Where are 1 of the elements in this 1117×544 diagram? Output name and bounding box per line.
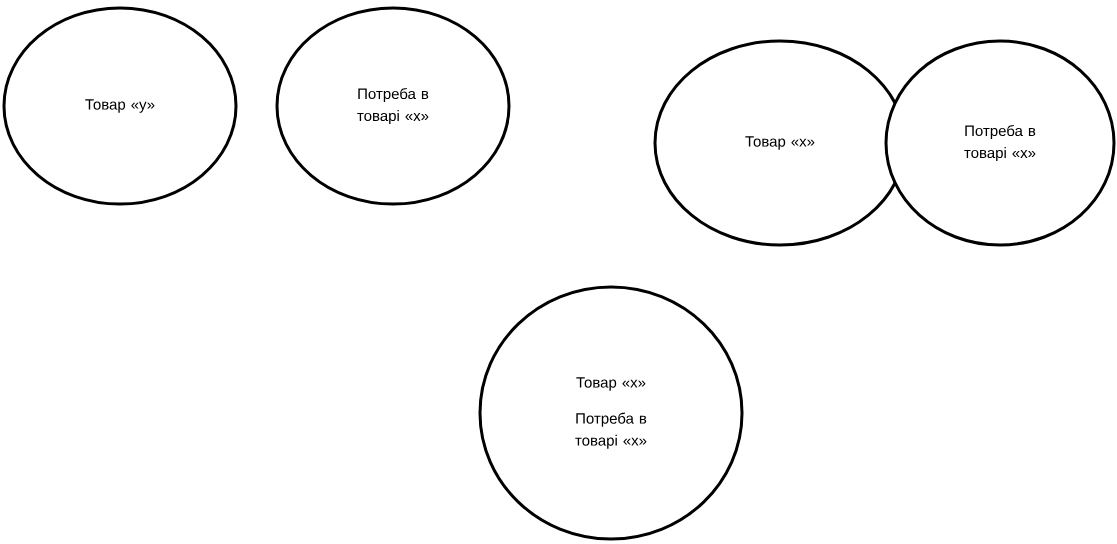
node-label: Потреба в товарі «х» [964,124,1036,162]
